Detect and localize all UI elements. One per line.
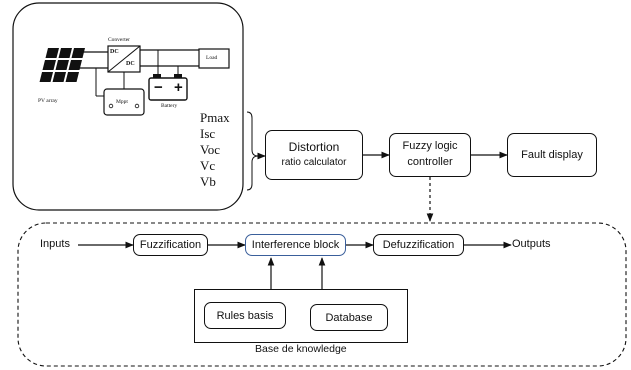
converter-diagonal (107, 45, 141, 73)
fuzzification-block: Fuzzification (133, 234, 208, 256)
battery-minus-sign: − (154, 79, 163, 96)
knowledge-base-label: Base de knowledge (255, 343, 347, 355)
fuzzy-controller-line2: controller (407, 156, 453, 168)
param-isc: Isc (200, 126, 216, 141)
converter-label: Converter (108, 37, 130, 43)
battery-plus-sign: + (174, 79, 183, 96)
distortion-ratio-calculator-block: Distortion ratio calculator (265, 130, 363, 180)
pv-system-frame (12, 2, 244, 211)
mppt-label: Mppt (116, 99, 128, 105)
converter-dc-in: DC (110, 49, 119, 55)
defuzzification-label: Defuzzification (382, 239, 455, 251)
param-vb: Vb (200, 174, 216, 189)
database-block: Database (310, 304, 388, 331)
converter-dc-out: DC (126, 61, 135, 67)
defuzzification-block: Defuzzification (373, 234, 464, 256)
battery-icon (148, 77, 188, 101)
fuzzification-label: Fuzzification (139, 239, 202, 251)
fuzzy-controller-line1: Fuzzy logic (402, 140, 458, 153)
rules-basis-block: Rules basis (204, 302, 286, 329)
interference-block: Interference block (245, 234, 346, 256)
fault-display-label: Fault display (521, 149, 583, 161)
interference-block-label: Interference block (251, 239, 340, 251)
fuzzy-logic-controller-block: Fuzzy logic controller (389, 133, 471, 177)
pv-array-icon (39, 48, 85, 82)
fault-display-block: Fault display (507, 133, 597, 177)
fuzzy-system-frame (17, 222, 627, 367)
rules-basis-label: Rules basis (216, 309, 274, 322)
mppt-box (103, 88, 145, 116)
load-label: Load (206, 55, 218, 61)
load-box (198, 48, 230, 69)
param-voc: Voc (200, 142, 220, 157)
distortion-block-line1: Distortion (288, 140, 340, 155)
database-label: Database (325, 311, 373, 324)
parameter-brace (246, 111, 259, 191)
outputs-label: Outputs (512, 238, 551, 250)
inputs-label: Inputs (40, 238, 70, 250)
distortion-block-line2: ratio calculator (281, 157, 347, 169)
battery-terminal-neg (153, 74, 161, 78)
battery-terminal-pos (174, 74, 182, 78)
pv-array-label: PV array (38, 98, 58, 104)
battery-label: Battery (161, 103, 178, 109)
param-pmax: Pmax (200, 110, 230, 125)
param-vc: Vc (200, 158, 216, 173)
